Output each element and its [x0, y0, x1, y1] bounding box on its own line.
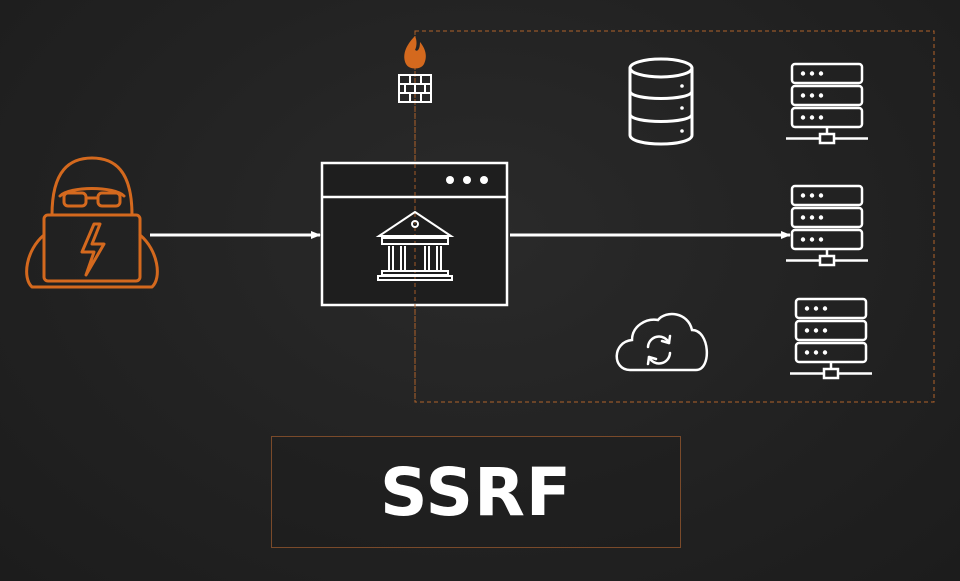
server-rack-icon-3 — [788, 297, 874, 380]
bank-building-icon — [375, 210, 455, 281]
hacker-laptop-icon — [25, 156, 159, 289]
internal-network-boundary — [414, 30, 935, 403]
cloud-sync-icon — [615, 312, 709, 372]
firewall-icon — [398, 36, 432, 103]
database-icon — [628, 57, 694, 146]
title-box: SSRF — [271, 436, 681, 548]
diagram-title: SSRF — [379, 453, 572, 531]
server-rack-icon-1 — [784, 62, 870, 145]
server-rack-icon-2 — [784, 184, 870, 267]
